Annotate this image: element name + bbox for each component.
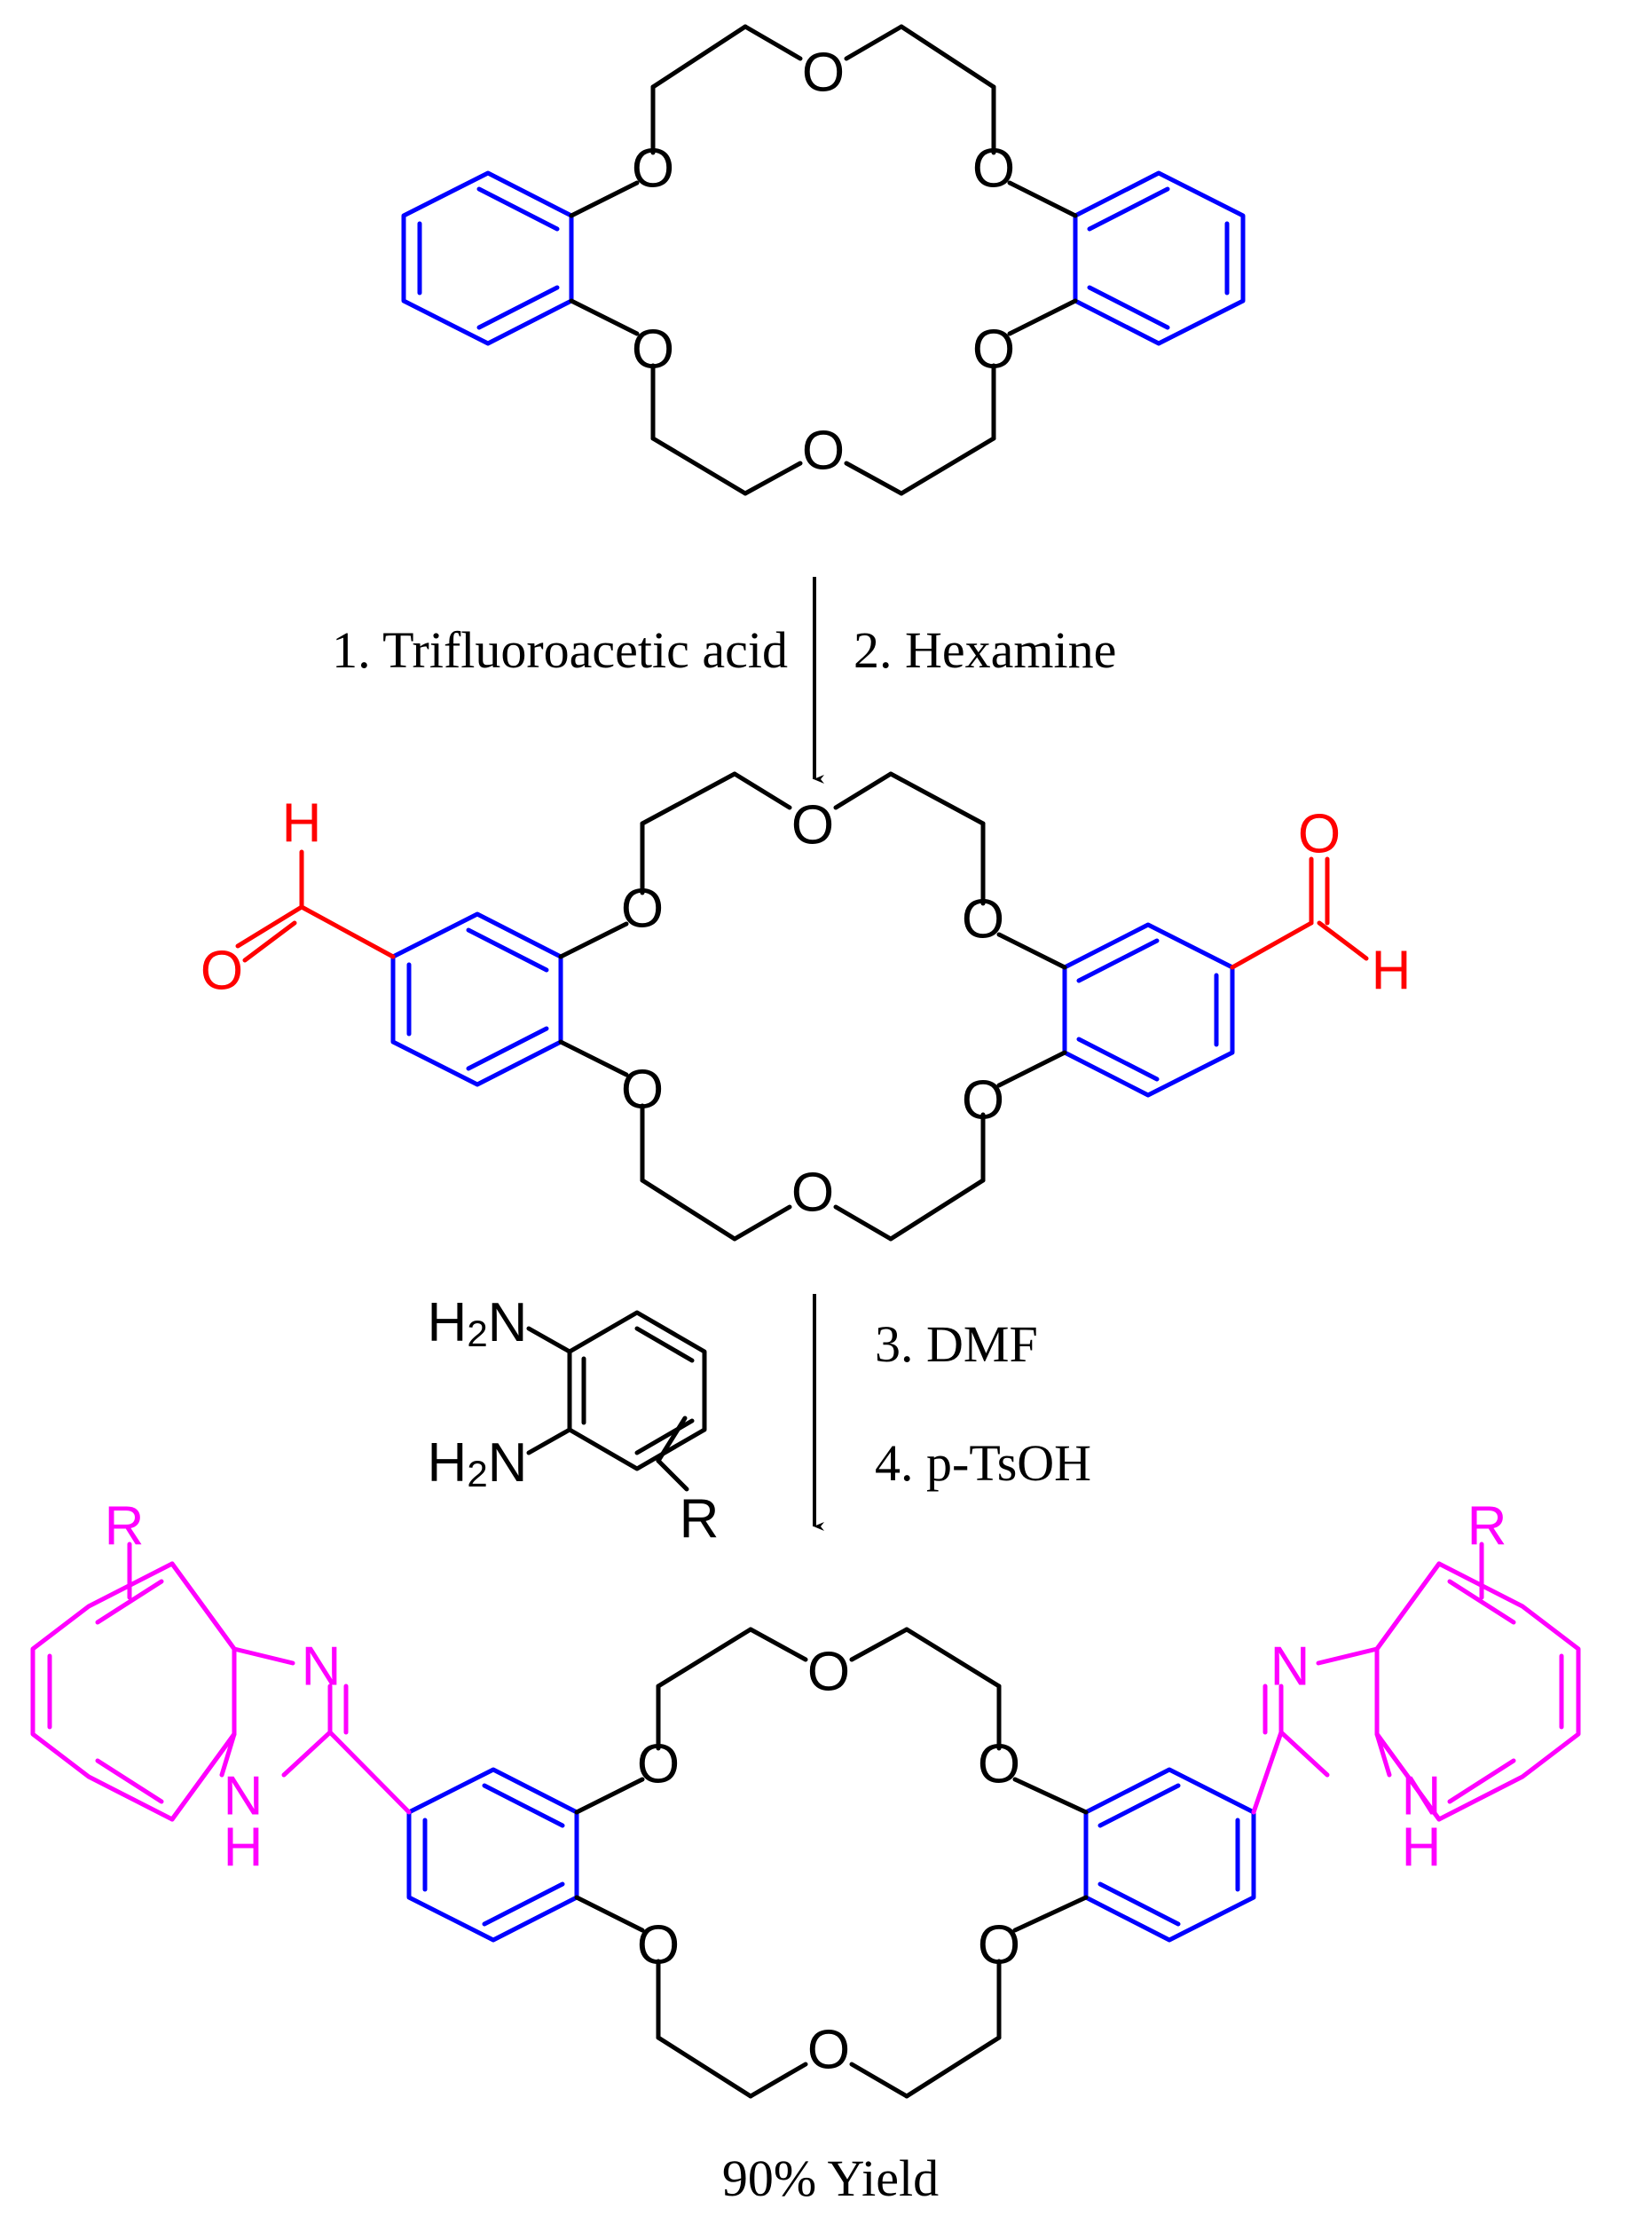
oxygen-atom: O bbox=[972, 319, 1015, 381]
crown-backbone-1 bbox=[569, 24, 1078, 496]
condition-step-1: 1. Trifluoroacetic acid bbox=[332, 621, 788, 679]
benzene-ring-right bbox=[1083, 1767, 1256, 1943]
nitrogen-atom: N bbox=[302, 1636, 342, 1698]
benzimidazole-left bbox=[30, 1542, 349, 1822]
benzene-ring bbox=[526, 1310, 707, 1492]
substituent-r: R bbox=[680, 1489, 720, 1550]
substituent-r: R bbox=[105, 1496, 145, 1558]
oxygen-atom: O bbox=[802, 421, 845, 482]
oxygen-atom: O bbox=[791, 795, 834, 856]
crown-backbone-3 bbox=[574, 1627, 1089, 2099]
oxygen-atom: O bbox=[637, 1734, 680, 1795]
dibenzo-crown-ether: O O O O O O bbox=[401, 24, 1246, 496]
substituent-r: R bbox=[1467, 1496, 1507, 1558]
dialdehyde-crown-ether: H O O H O O O O O O bbox=[201, 771, 1412, 1242]
oxygen-atom: O bbox=[978, 1734, 1020, 1795]
benzene-ring-left bbox=[406, 1767, 579, 1943]
condition-step-2: 2. Hexamine bbox=[854, 621, 1116, 679]
diamine-reagent: H2N H2N R bbox=[428, 1292, 720, 1550]
oxygen-atom: O bbox=[962, 889, 1004, 950]
oxygen-atom: O bbox=[791, 1163, 834, 1224]
condition-step-4: 4. p-TsOH bbox=[875, 1434, 1091, 1492]
benzene-ring-right bbox=[1062, 922, 1235, 1098]
oxygen-atom: O bbox=[807, 1642, 850, 1703]
oxygen-atom: O bbox=[632, 319, 674, 381]
aldehyde-group-right bbox=[1230, 856, 1369, 970]
benzene-ring-left bbox=[401, 170, 574, 346]
oxygen-atom: O bbox=[637, 1915, 680, 1976]
oxygen-atom: O bbox=[1298, 804, 1341, 865]
benzimidazole-right bbox=[1263, 1542, 1581, 1822]
benzene-ring-left bbox=[390, 911, 563, 1087]
yield-label: 90% Yield bbox=[722, 2149, 939, 2207]
oxygen-atom: O bbox=[972, 138, 1015, 200]
hydrogen-atom: H bbox=[224, 1818, 264, 1879]
oxygen-atom: O bbox=[632, 138, 674, 200]
benzene-ring-right bbox=[1073, 170, 1246, 346]
amine-group: H2N bbox=[428, 1432, 528, 1494]
oxygen-atom: O bbox=[807, 2020, 850, 2081]
bis-benzimidazole-crown-ether: R N N H R N N H O O O O O O bbox=[30, 1496, 1581, 2099]
oxygen-atom: O bbox=[621, 1060, 664, 1121]
oxygen-atom: O bbox=[802, 43, 845, 104]
biaryl-bond bbox=[327, 1730, 1284, 1815]
oxygen-atom: O bbox=[962, 1070, 1004, 1132]
nitrogen-atom: N bbox=[224, 1766, 264, 1827]
oxygen-atom: O bbox=[201, 941, 243, 1002]
oxygen-atom: O bbox=[621, 879, 664, 940]
hydrogen-atom: H bbox=[1372, 941, 1412, 1002]
crown-backbone-2 bbox=[558, 771, 1067, 1242]
nitrogen-atom: N bbox=[1270, 1636, 1310, 1698]
amine-group: H2N bbox=[428, 1292, 528, 1354]
aldehyde-group-left bbox=[235, 849, 396, 963]
hydrogen-atom: H bbox=[1402, 1818, 1442, 1879]
hydrogen-atom: H bbox=[282, 793, 322, 855]
oxygen-atom: O bbox=[978, 1915, 1020, 1976]
condition-step-3: 3. DMF bbox=[875, 1315, 1038, 1373]
nitrogen-atom: N bbox=[1402, 1766, 1442, 1827]
